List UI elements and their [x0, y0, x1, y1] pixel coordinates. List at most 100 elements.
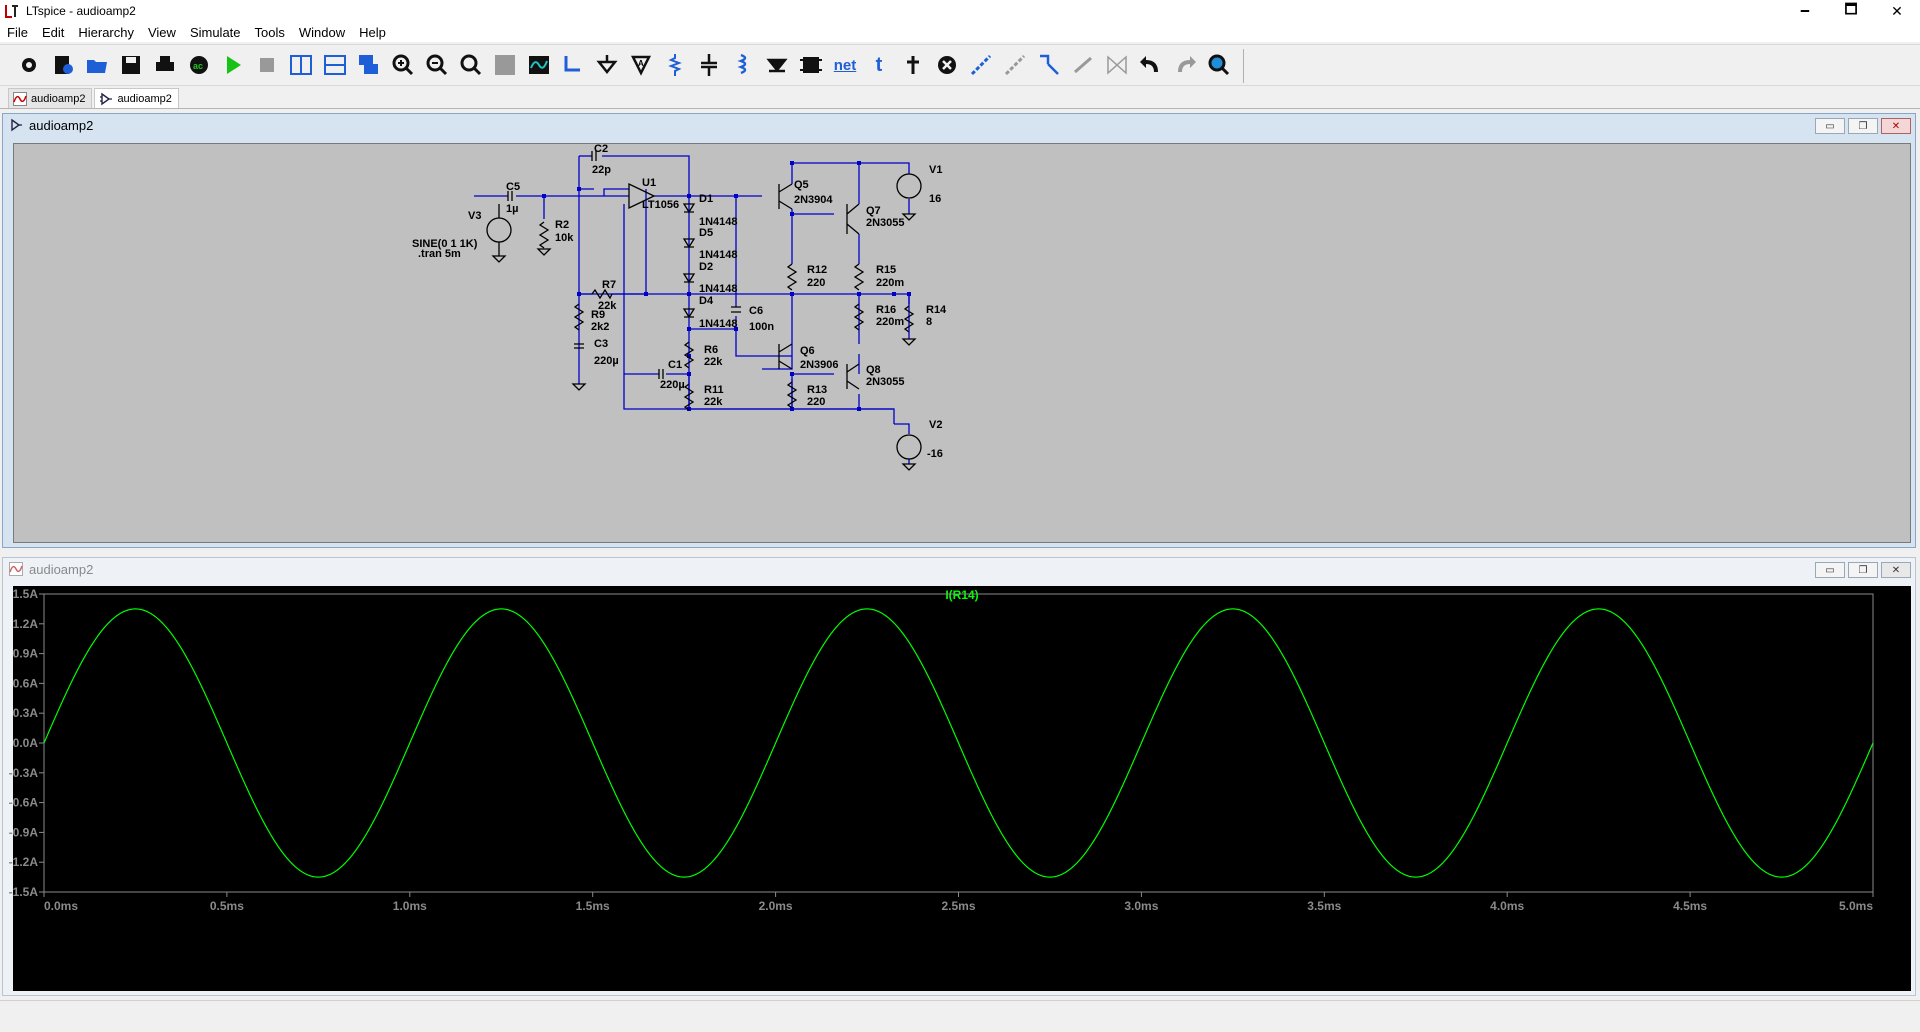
- y-tick-label: -0.9A: [9, 825, 39, 839]
- label-q6-value: 2N3906: [800, 359, 839, 371]
- schematic-drawing[interactable]: C2 22p C5 1µ V3 SINE(0 1 1K) .tran 5m R2…: [14, 143, 1912, 544]
- mirror-button[interactable]: [1068, 49, 1098, 81]
- tab-schematic[interactable]: audioamp2: [94, 88, 179, 108]
- menu-edit[interactable]: Edit: [41, 24, 65, 40]
- label-v1-ref: V1: [929, 164, 942, 176]
- zoom-out-button[interactable]: [422, 49, 452, 81]
- window-title: LTspice - audioamp2: [26, 4, 136, 18]
- zoom-fit-button[interactable]: [456, 49, 486, 81]
- ground-icon: [596, 55, 618, 75]
- x-tick-label: 1.5ms: [576, 899, 610, 913]
- label-v2-ref: V2: [929, 419, 942, 431]
- schematic-restore-button[interactable]: ❐: [1848, 118, 1878, 134]
- label-r14-value: 8: [926, 316, 932, 328]
- control-panel-button[interactable]: ac: [184, 49, 214, 81]
- schematic-labels: C2 22p C5 1µ V3 SINE(0 1 1K) .tran 5m R2…: [412, 143, 947, 460]
- schematic-minimize-button[interactable]: ▭: [1815, 118, 1845, 134]
- minimize-button[interactable]: 🗕: [1800, 1, 1810, 17]
- y-tick-label: 0.6A: [13, 676, 39, 690]
- label-r6-ref: R6: [704, 344, 718, 356]
- zoom-in-button[interactable]: [388, 49, 418, 81]
- y-tick-label: -1.2A: [9, 855, 39, 869]
- menu-view[interactable]: View: [147, 24, 176, 40]
- wire-button[interactable]: [558, 49, 588, 81]
- menu-window[interactable]: Window: [298, 24, 346, 40]
- tile-horizontal-button[interactable]: [320, 49, 350, 81]
- capacitor-button[interactable]: [694, 49, 724, 81]
- menu-simulate[interactable]: Simulate: [189, 24, 241, 40]
- redo-button[interactable]: [1170, 49, 1200, 81]
- open-button[interactable]: [82, 49, 112, 81]
- diode-button[interactable]: [762, 49, 792, 81]
- wire-icon: [564, 56, 580, 72]
- waveform-close-button[interactable]: ✕: [1881, 562, 1911, 578]
- waveform-plot[interactable]: I(R14) 1.5A1.2A0.9A0.6A0.3A0.0A-0.3A-0.6…: [9, 586, 1911, 991]
- label-d1-ref: D1: [699, 193, 713, 205]
- label-r12-value: 220: [807, 277, 825, 289]
- label-r7-value: 22k: [598, 300, 617, 312]
- run-icon: [227, 56, 241, 74]
- cascade-button[interactable]: [354, 49, 384, 81]
- label-r13-value: 220: [807, 396, 825, 408]
- waveform-icon: [13, 91, 27, 106]
- find-icon: [1208, 54, 1230, 76]
- svg-text:ac: ac: [193, 61, 203, 71]
- settings-icon: [22, 58, 36, 72]
- save-button[interactable]: [116, 49, 146, 81]
- text-button[interactable]: t: [864, 49, 894, 81]
- label-d4-ref: D4: [699, 295, 714, 307]
- waveform-minimize-button[interactable]: ▭: [1815, 562, 1845, 578]
- resistor-button[interactable]: [660, 49, 690, 81]
- new-schematic-button[interactable]: [48, 49, 78, 81]
- drag-button[interactable]: [1000, 49, 1030, 81]
- ground-button[interactable]: [592, 49, 622, 81]
- trace-i-r14[interactable]: [43, 608, 1874, 878]
- trace-label-i-r14[interactable]: I(R14): [945, 588, 978, 602]
- label-c1-value: 220µ: [660, 379, 685, 391]
- tab-waveform[interactable]: audioamp2: [8, 88, 93, 108]
- halt-button[interactable]: [252, 49, 282, 81]
- undo-button[interactable]: [1136, 49, 1166, 81]
- menu-tools[interactable]: Tools: [254, 24, 285, 40]
- maximize-button[interactable]: 🗖: [1844, 1, 1858, 17]
- label-c1-ref: C1: [668, 359, 682, 371]
- label-icon: A: [630, 55, 652, 76]
- menu-file[interactable]: File: [7, 24, 28, 40]
- print-button[interactable]: [150, 49, 180, 81]
- pick-trace-button[interactable]: [524, 49, 554, 81]
- x-tick-label: 0.5ms: [210, 899, 244, 913]
- flip-button[interactable]: [1102, 49, 1132, 81]
- y-axis-ticks: 1.5A1.2A0.9A0.6A0.3A0.0A-0.3A-0.6A-0.9A-…: [9, 587, 44, 899]
- new-schematic-icon: [55, 56, 73, 74]
- delete-button[interactable]: [932, 49, 962, 81]
- schematic-window: audioamp2 ▭ ❐ ✕: [2, 113, 1916, 548]
- move-button[interactable]: [966, 49, 996, 81]
- undo-icon: [1140, 56, 1158, 72]
- waveform-restore-button[interactable]: ❐: [1848, 562, 1878, 578]
- component-button[interactable]: [796, 49, 826, 81]
- label-q8-value: 2N3055: [866, 376, 905, 388]
- settings-button[interactable]: [14, 49, 44, 81]
- text-icon: t: [875, 53, 883, 76]
- toolbar-separator: [1243, 49, 1244, 83]
- rotate-button[interactable]: [1034, 49, 1064, 81]
- label-button[interactable]: A: [626, 49, 656, 81]
- print-icon: [156, 56, 174, 71]
- schematic-close-button[interactable]: ✕: [1881, 118, 1911, 134]
- spice-directive-button[interactable]: [898, 49, 928, 81]
- tile-vertical-button[interactable]: [286, 49, 316, 81]
- autorange-button[interactable]: [490, 49, 520, 81]
- label-r11-ref: R11: [704, 384, 724, 396]
- cascade-icon: [359, 55, 378, 74]
- close-button[interactable]: ✕: [1891, 2, 1903, 19]
- menu-help[interactable]: Help: [359, 24, 386, 40]
- menu-hierarchy[interactable]: Hierarchy: [78, 24, 134, 40]
- inductor-button[interactable]: [728, 49, 758, 81]
- spice-netlist-button[interactable]: net: [830, 49, 860, 81]
- run-button[interactable]: [218, 49, 248, 81]
- schematic-canvas[interactable]: C2 22p C5 1µ V3 SINE(0 1 1K) .tran 5m R2…: [13, 143, 1911, 543]
- find-button[interactable]: [1204, 49, 1234, 81]
- x-tick-label: 3.0ms: [1124, 899, 1158, 913]
